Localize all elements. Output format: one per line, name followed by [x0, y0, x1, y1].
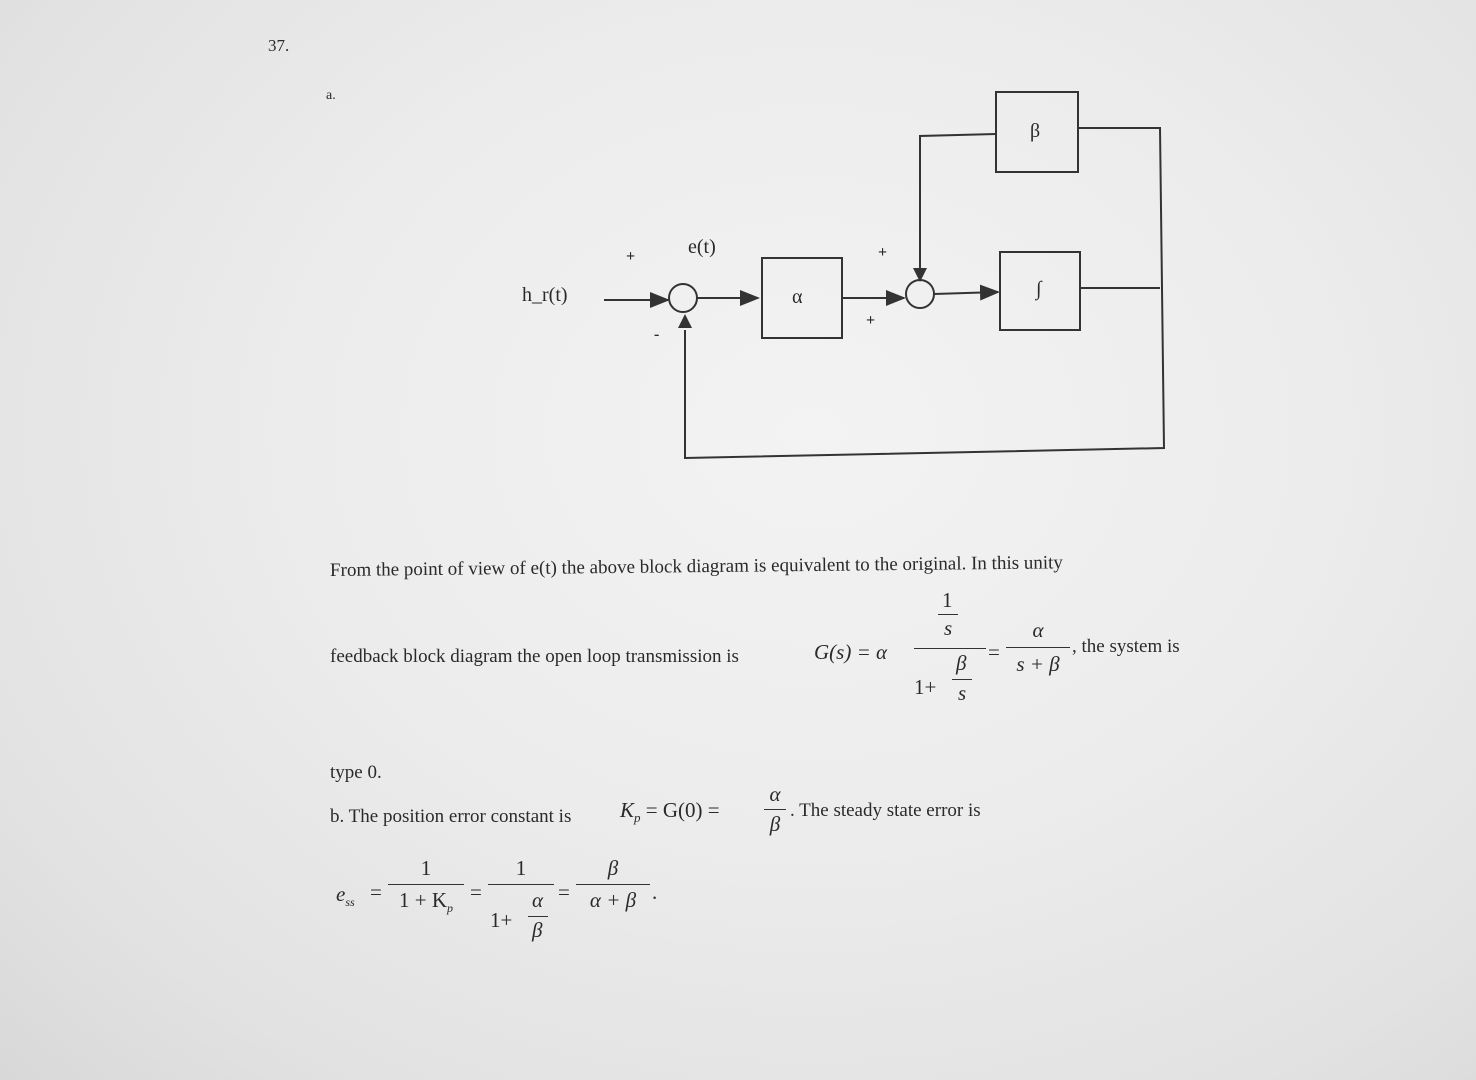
- part-b-label: b. The position error constant is: [330, 806, 572, 827]
- eq-G-den-den: s: [958, 681, 967, 705]
- outer-feedback-line: [684, 127, 1166, 460]
- ess-f1-num: 1: [420, 856, 432, 880]
- kp-symbol: K: [620, 798, 635, 822]
- eq-G-inner-num-1: 1: [942, 588, 953, 612]
- integrator-block: [999, 251, 1081, 331]
- beta-block-label: β: [1030, 120, 1041, 142]
- part-b-frac-den: β: [769, 812, 781, 836]
- part-b-kp: Kp = G(0) =: [620, 798, 720, 826]
- sign-plus-3: +: [866, 312, 876, 329]
- integrator-block-label: ∫: [1036, 278, 1042, 300]
- feedback-arrowhead: [678, 314, 692, 328]
- ess-f1-den: 1 + Kp: [398, 888, 453, 916]
- ess-f3-num: β: [607, 856, 619, 880]
- ess-fraction-1: 1 1 + Kp: [388, 856, 464, 916]
- sign-plus-1: +: [626, 248, 636, 265]
- eq-G-inner-num-s: s: [944, 616, 953, 640]
- ess-fraction-3: β α + β: [576, 856, 650, 913]
- kp-sub: p: [634, 810, 641, 826]
- alpha-block-label: α: [792, 286, 803, 308]
- ess-f2-num: 1: [515, 856, 527, 880]
- summing-junction-2: [905, 279, 935, 309]
- ess-f3-den: α + β: [589, 888, 637, 912]
- eq-G-rhs-num: α: [1032, 618, 1044, 642]
- input-label: h_r(t): [522, 284, 568, 306]
- paragraph-line-2-prefix: feedback block diagram the open loop tra…: [330, 646, 739, 667]
- eq-G-rhs-den: s + β: [1016, 652, 1060, 676]
- ess-eq2: =: [470, 880, 482, 904]
- error-label: e(t): [688, 236, 716, 258]
- ess-eq1: =: [370, 880, 382, 904]
- beta-feedback-line: [919, 133, 997, 276]
- eq-G-big-fraction: 1 s 1+ β s: [914, 588, 986, 709]
- paragraph-line-3: type 0.: [330, 762, 382, 783]
- line-to-integrator: [933, 284, 1000, 301]
- sign-plus-2: +: [878, 244, 888, 261]
- part-a-label: a.: [326, 88, 336, 103]
- ess-eq3: =: [558, 880, 570, 904]
- eq-G-rhs-fraction: α s + β: [1006, 618, 1070, 677]
- beta-arrowhead: [913, 268, 927, 282]
- beta-block: [995, 91, 1079, 173]
- ess-f2-den-num: α: [532, 888, 544, 912]
- eq-G-equals: =: [988, 640, 1000, 664]
- summing-junction-1: [668, 283, 698, 313]
- ess-fraction-2: 1 1+ α β: [488, 856, 554, 952]
- ess-f2-den-prefix: 1+: [490, 908, 513, 932]
- eq-G-den-num: β: [956, 651, 967, 675]
- ess-end: .: [652, 880, 658, 904]
- paragraph-line-1: From the point of view of e(t) the above…: [329, 552, 1063, 581]
- kp-rest: = G(0) =: [645, 798, 720, 822]
- ess-lhs: ess: [336, 882, 355, 910]
- part-b-fraction: α β: [764, 782, 786, 837]
- sign-minus-1: -: [654, 326, 660, 343]
- block-diagram: [604, 91, 1166, 460]
- ess-f2-den-den: β: [532, 918, 543, 942]
- paragraph-line-2-suffix: , the system is: [1072, 636, 1180, 657]
- eq-G-den-prefix: 1+: [914, 675, 937, 699]
- part-b-after: . The steady state error is: [790, 800, 981, 821]
- eq-G-lhs: G(s) = α: [814, 640, 888, 664]
- part-b-frac-num: α: [769, 782, 781, 806]
- problem-number: 37.: [268, 36, 290, 55]
